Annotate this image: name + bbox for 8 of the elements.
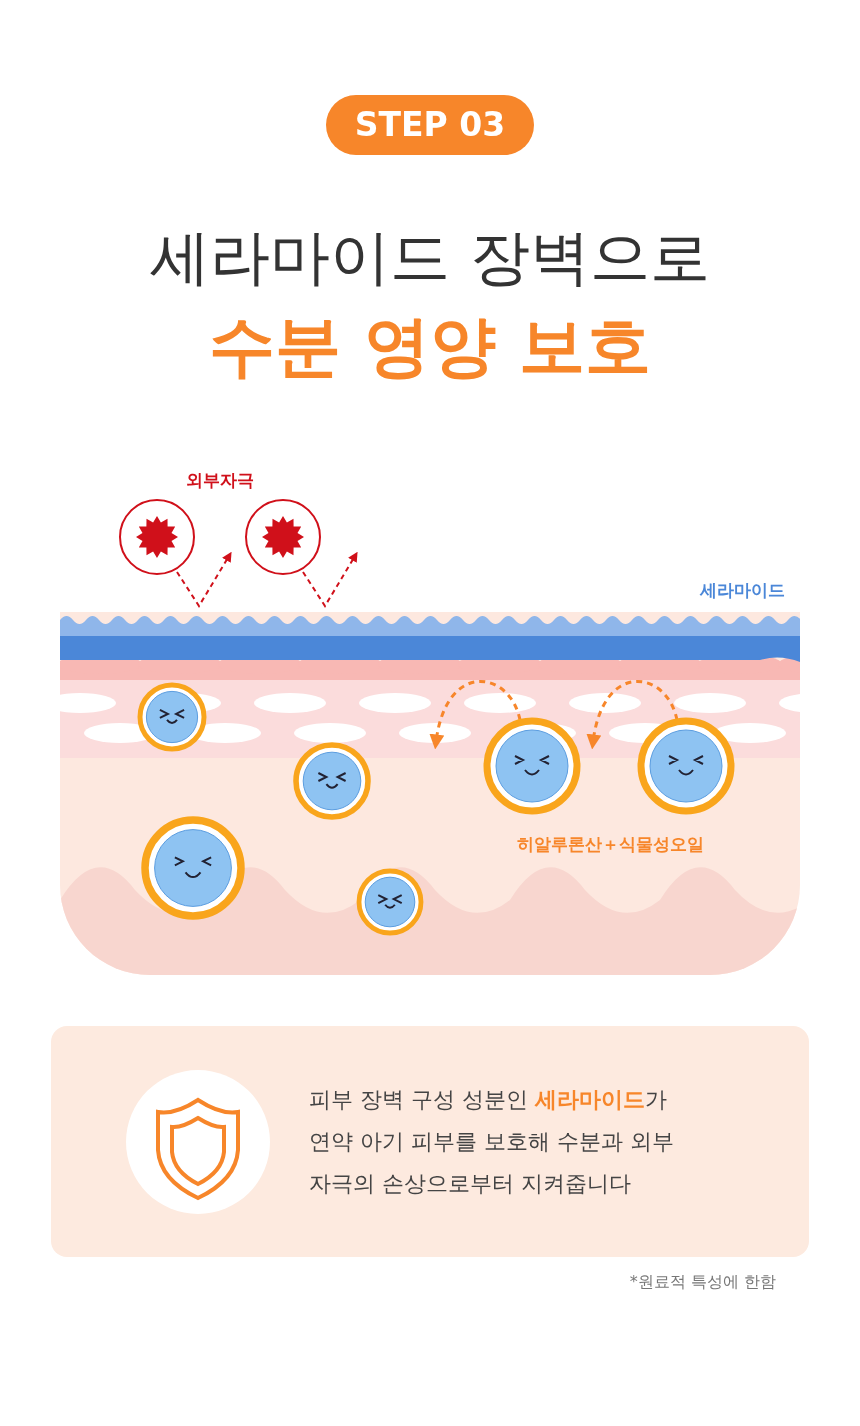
step-badge: STEP 03 xyxy=(326,95,534,155)
callout-label: 외부자극 xyxy=(186,469,254,492)
description-text: 피부 장벽 구성 성분인 세라마이드가 연약 아기 피부를 보호해 수분과 외부 자극의 손상으로부터 지켜줍니다 xyxy=(309,1086,675,1198)
info-card xyxy=(51,1026,809,1257)
callout-label: 세라마이드 xyxy=(700,579,785,602)
title: 세라마이드 장벽으로 수분 영양 보호 xyxy=(149,221,711,387)
callout-label: 히알루론산＋식물성오일 xyxy=(517,833,704,856)
footnote: *원료적 특성에 한함 xyxy=(628,1272,776,1293)
